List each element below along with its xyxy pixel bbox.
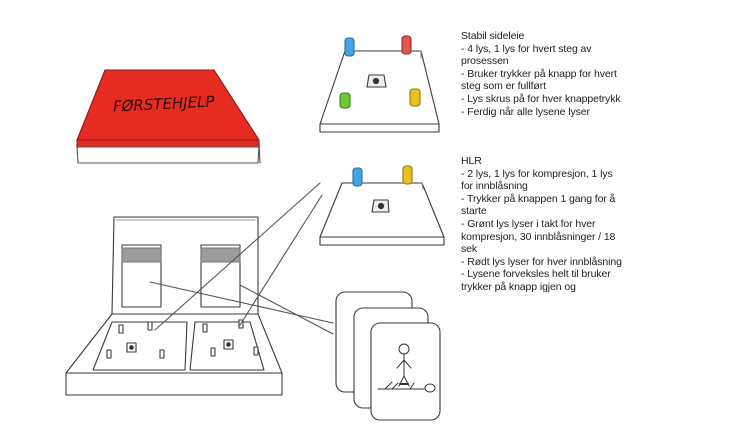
light-blue bbox=[353, 168, 362, 186]
light-red bbox=[402, 36, 411, 54]
note-line: kompresjon, 30 innblåsninger / 18 bbox=[461, 231, 622, 244]
board-front bbox=[320, 124, 439, 132]
light-green bbox=[340, 93, 350, 108]
open-kit-base bbox=[66, 314, 282, 373]
note-line: - Bruker trykker på knapp for hvert bbox=[461, 68, 621, 81]
light-yellow bbox=[410, 89, 420, 106]
note-line: - Ferdig når alle lysene lyser bbox=[461, 106, 621, 119]
inner-board-left bbox=[93, 322, 187, 370]
connector-line bbox=[155, 183, 320, 330]
connector-line bbox=[240, 285, 333, 334]
kit-front-stripe bbox=[77, 140, 259, 147]
light-blue bbox=[345, 38, 354, 56]
note-line: - 2 lys, 1 lys for kompresjon, 1 lys bbox=[461, 168, 622, 181]
note-line: Stabil sideleie bbox=[461, 30, 621, 43]
open-kit-sketch bbox=[66, 183, 333, 395]
note-line: steg som er fullført bbox=[461, 80, 621, 93]
note-line: trykker på knapp igjen og bbox=[461, 281, 622, 294]
board-front bbox=[320, 237, 444, 245]
board-stabil-sideleie bbox=[320, 36, 439, 132]
note-hlr: HLR - 2 lys, 1 lys for kompresjon, 1 lys… bbox=[461, 155, 622, 294]
first-aid-kit: FØRSTEHJELP bbox=[77, 70, 260, 163]
note-line: for innblåsning bbox=[461, 180, 622, 193]
instruction-cards bbox=[336, 292, 440, 420]
kit-front-face bbox=[77, 147, 259, 163]
card-front bbox=[371, 323, 440, 420]
note-line: - Grønt lys lyser i takt for hver bbox=[461, 218, 622, 231]
connector-line bbox=[150, 282, 333, 323]
connector-line bbox=[240, 195, 322, 325]
button bbox=[373, 78, 378, 83]
note-line: - Lys skrus på for hver knappetrykk bbox=[461, 93, 621, 106]
note-line: - Lysene forveksles helt til bruker bbox=[461, 268, 622, 281]
board-hlr bbox=[320, 166, 444, 245]
note-line: - Trykker på knappen 1 gang for å bbox=[461, 193, 622, 206]
note-line: - 4 lys, 1 lys for hvert steg av bbox=[461, 43, 621, 56]
note-line: sek bbox=[461, 243, 622, 256]
light-yellow bbox=[403, 166, 412, 184]
note-line: starte bbox=[461, 205, 622, 218]
note-line: - Rødt lys lyser for hver innblåsning bbox=[461, 256, 622, 269]
note-line: prosessen bbox=[461, 55, 621, 68]
button bbox=[378, 203, 383, 208]
note-line: HLR bbox=[461, 155, 622, 168]
note-stabil-sideleie: Stabil sideleie - 4 lys, 1 lys for hvert… bbox=[461, 30, 621, 118]
